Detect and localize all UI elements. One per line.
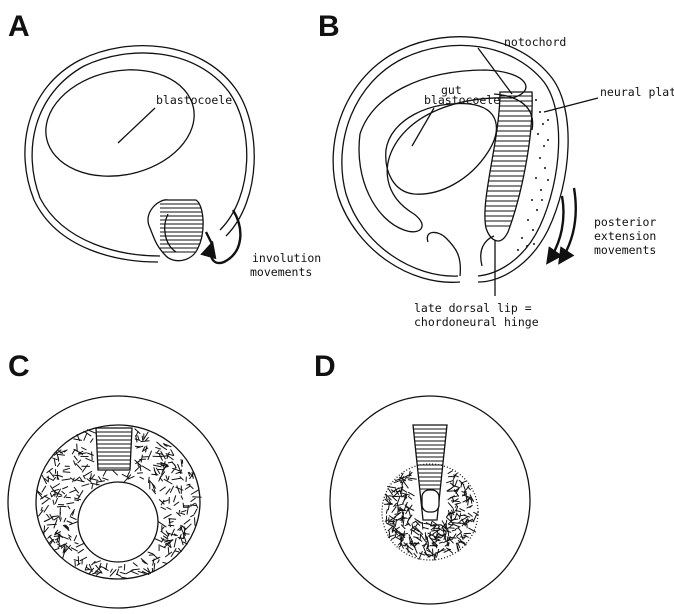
panel-d-blastopore <box>422 490 439 512</box>
panel-c-letter: C <box>8 350 30 383</box>
panel-b-blastopore-fold <box>427 232 460 276</box>
involution-label-line1: involution <box>252 251 321 265</box>
neural-plate-leader <box>544 98 598 112</box>
notochord-label: notochord <box>504 35 566 49</box>
dorsal-lip-label-line2: chordoneural hinge <box>414 315 539 329</box>
involution-arrow <box>211 210 241 263</box>
panel-a-blastocoele-leader <box>118 108 155 143</box>
panel-d: D <box>314 350 530 604</box>
posterior-label-line3: movements <box>594 243 656 257</box>
panel-c-notochord-hatching <box>92 432 136 468</box>
panel-b-letter: B <box>318 10 340 43</box>
panel-b-embryo-outer <box>333 37 568 283</box>
posterior-label-line2: extension <box>594 229 656 243</box>
panel-d-letter: D <box>314 350 336 383</box>
panel-b: B <box>318 10 674 329</box>
posterior-extension-arrow-inner <box>548 196 563 262</box>
panel-a-letter: A <box>8 10 30 43</box>
panel-b-lip-fold <box>481 236 494 266</box>
panel-b-blastocoele-label: blastocoele <box>424 93 500 107</box>
panel-a-blastocoele-label: blastocoele <box>156 93 232 107</box>
panel-d-notochord-hatching <box>405 429 455 489</box>
dorsal-lip-label-line1: late dorsal lip = <box>414 301 532 315</box>
panel-d-mesoderm-stipple <box>384 471 479 561</box>
involution-label-line2: movements <box>250 265 312 279</box>
blastocoele-cavity <box>36 57 204 190</box>
panel-b-blastocoele <box>386 103 497 194</box>
posterior-label-line1: posterior <box>594 215 656 229</box>
panel-a-embryo-inner <box>32 53 247 256</box>
neural-plate-label: neural plate <box>600 85 674 99</box>
panel-c-blastopore <box>78 482 158 562</box>
panel-a: A blastocoele involution movements <box>8 10 321 279</box>
involution-arrow-tail <box>206 232 212 244</box>
panel-c: C <box>8 350 228 608</box>
